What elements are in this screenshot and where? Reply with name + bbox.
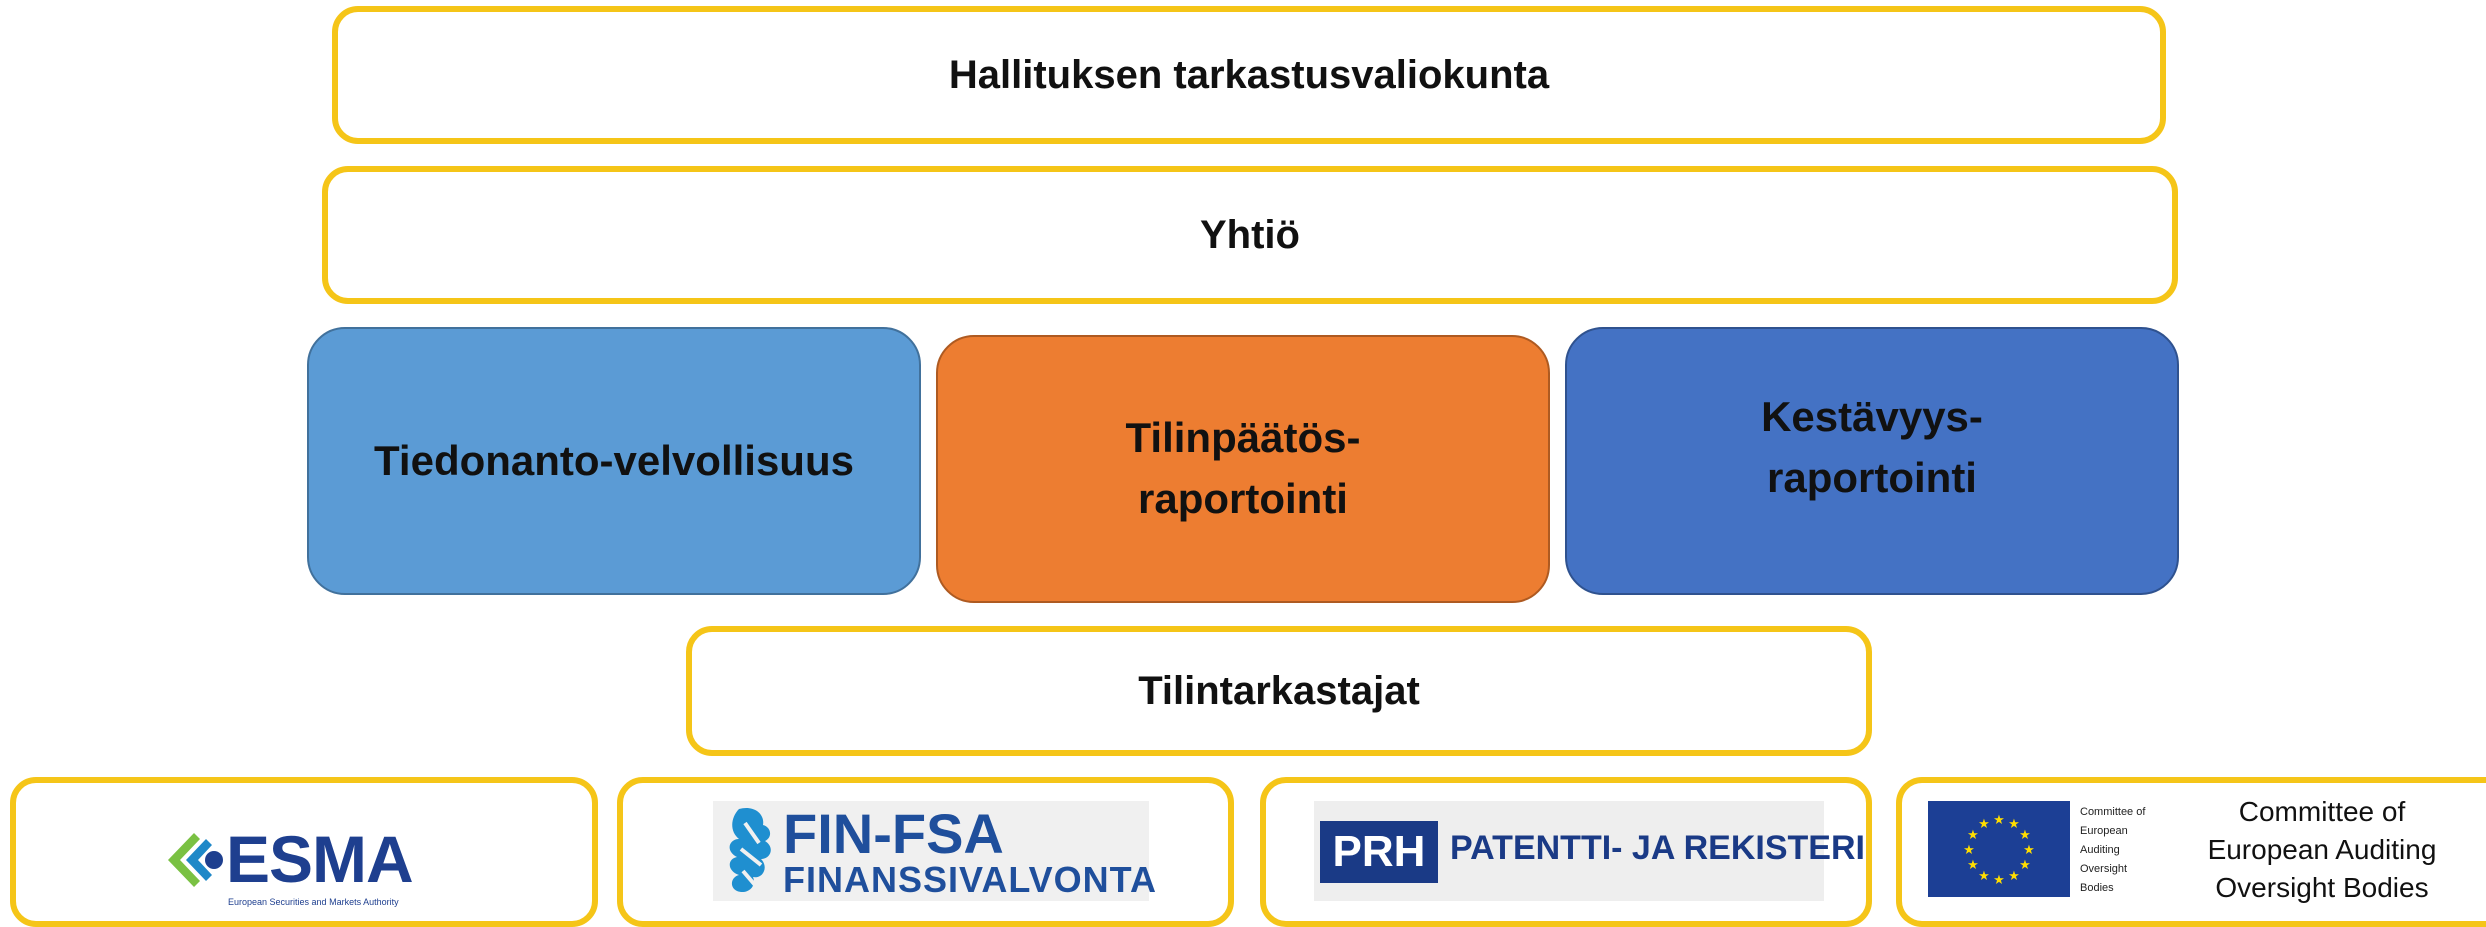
svg-text:★: ★ xyxy=(1978,817,1990,832)
financial-reporting-label-line2: raportointi xyxy=(1138,475,1348,522)
svg-text:★: ★ xyxy=(2008,869,2020,884)
svg-text:★: ★ xyxy=(2019,858,2031,873)
ceaob-acronym-lines: Committee of European Auditing Oversight… xyxy=(2080,803,2145,898)
auditors-label: Tilintarkastajat xyxy=(1138,668,1420,713)
financial-reporting-label-line1: Tilinpäätös- xyxy=(1125,414,1361,462)
svg-text:★: ★ xyxy=(1963,843,1975,858)
ceaob-small-line: Auditing xyxy=(2080,844,2120,856)
svg-text:★: ★ xyxy=(2023,843,2035,858)
ceaob-small-line: Bodies xyxy=(2080,882,2114,894)
sustainability-reporting-label-line2: raportointi xyxy=(1767,454,1977,501)
finfsa-subtitle: FINANSSIVALVONTA xyxy=(783,859,1157,900)
disclosure-obligation-box: Tiedonanto-velvollisuus xyxy=(307,327,921,595)
finfsa-logo: FIN-FSA FINANSSIVALVONTA xyxy=(713,801,1156,901)
financial-reporting-box: Tilinpäätös- raportointi xyxy=(936,335,1550,603)
audit-committee-box: Hallituksen tarkastusvaliokunta xyxy=(332,6,2166,144)
disclosure-obligation-label: Tiedonanto-velvollisuus xyxy=(374,436,854,484)
prh-logo-box: PRH PATENTTI- JA REKISTERIHALLITUS xyxy=(1260,777,1872,927)
svg-text:★: ★ xyxy=(1993,813,2005,828)
ceaob-small-line: European xyxy=(2080,825,2128,837)
ceaob-name: Committee of European Auditing Oversight… xyxy=(2172,793,2472,907)
ceaob-small-line: Committee of xyxy=(2080,806,2146,818)
esma-emblem-icon xyxy=(168,833,223,887)
prh-wordmark: PATENTTI- JA REKISTERIHALLITUS xyxy=(1450,829,1866,867)
svg-text:★: ★ xyxy=(1978,869,1990,884)
svg-text:★: ★ xyxy=(2019,828,2031,843)
ceaob-logo-box: ★ ★ ★ ★ ★ ★ ★ ★ ★ ★ ★ ★ Committee of Eur… xyxy=(1896,777,2486,927)
company-label: Yhtiö xyxy=(1200,212,1300,257)
sustainability-reporting-label-line1: Kestävyys- xyxy=(1761,393,1983,441)
esma-logo: ESMA European Securities and Markets Aut… xyxy=(156,821,496,911)
eu-flag-icon: ★ ★ ★ ★ ★ ★ ★ ★ ★ ★ ★ ★ xyxy=(1928,801,2070,897)
lion-emblem-icon xyxy=(729,807,771,893)
ceaob-name-line: Oversight Bodies xyxy=(2215,872,2429,903)
svg-text:★: ★ xyxy=(1967,828,1979,843)
ceaob-name-line: European Auditing xyxy=(2207,834,2437,865)
audit-committee-label: Hallituksen tarkastusvaliokunta xyxy=(948,52,1550,97)
esma-logo-box: ESMA European Securities and Markets Aut… xyxy=(10,777,598,927)
svg-text:★: ★ xyxy=(1993,873,2005,888)
esma-wordmark: ESMA xyxy=(226,822,414,896)
prh-logo: PRH PATENTTI- JA REKISTERIHALLITUS xyxy=(1314,801,1866,901)
prh-badge: PRH xyxy=(1320,821,1438,883)
esma-subtitle: European Securities and Markets Authorit… xyxy=(228,897,399,907)
auditors-box: Tilintarkastajat xyxy=(686,626,1872,756)
sustainability-reporting-box: Kestävyys- raportointi xyxy=(1565,327,2179,595)
svg-text:★: ★ xyxy=(2008,817,2020,832)
company-box: Yhtiö xyxy=(322,166,2178,304)
svg-text:★: ★ xyxy=(1967,858,1979,873)
finfsa-wordmark: FIN-FSA xyxy=(783,802,1004,865)
finfsa-logo-box: FIN-FSA FINANSSIVALVONTA xyxy=(617,777,1234,927)
ceaob-small-line: Oversight xyxy=(2080,863,2128,875)
ceaob-name-line: Committee of xyxy=(2238,796,2406,827)
